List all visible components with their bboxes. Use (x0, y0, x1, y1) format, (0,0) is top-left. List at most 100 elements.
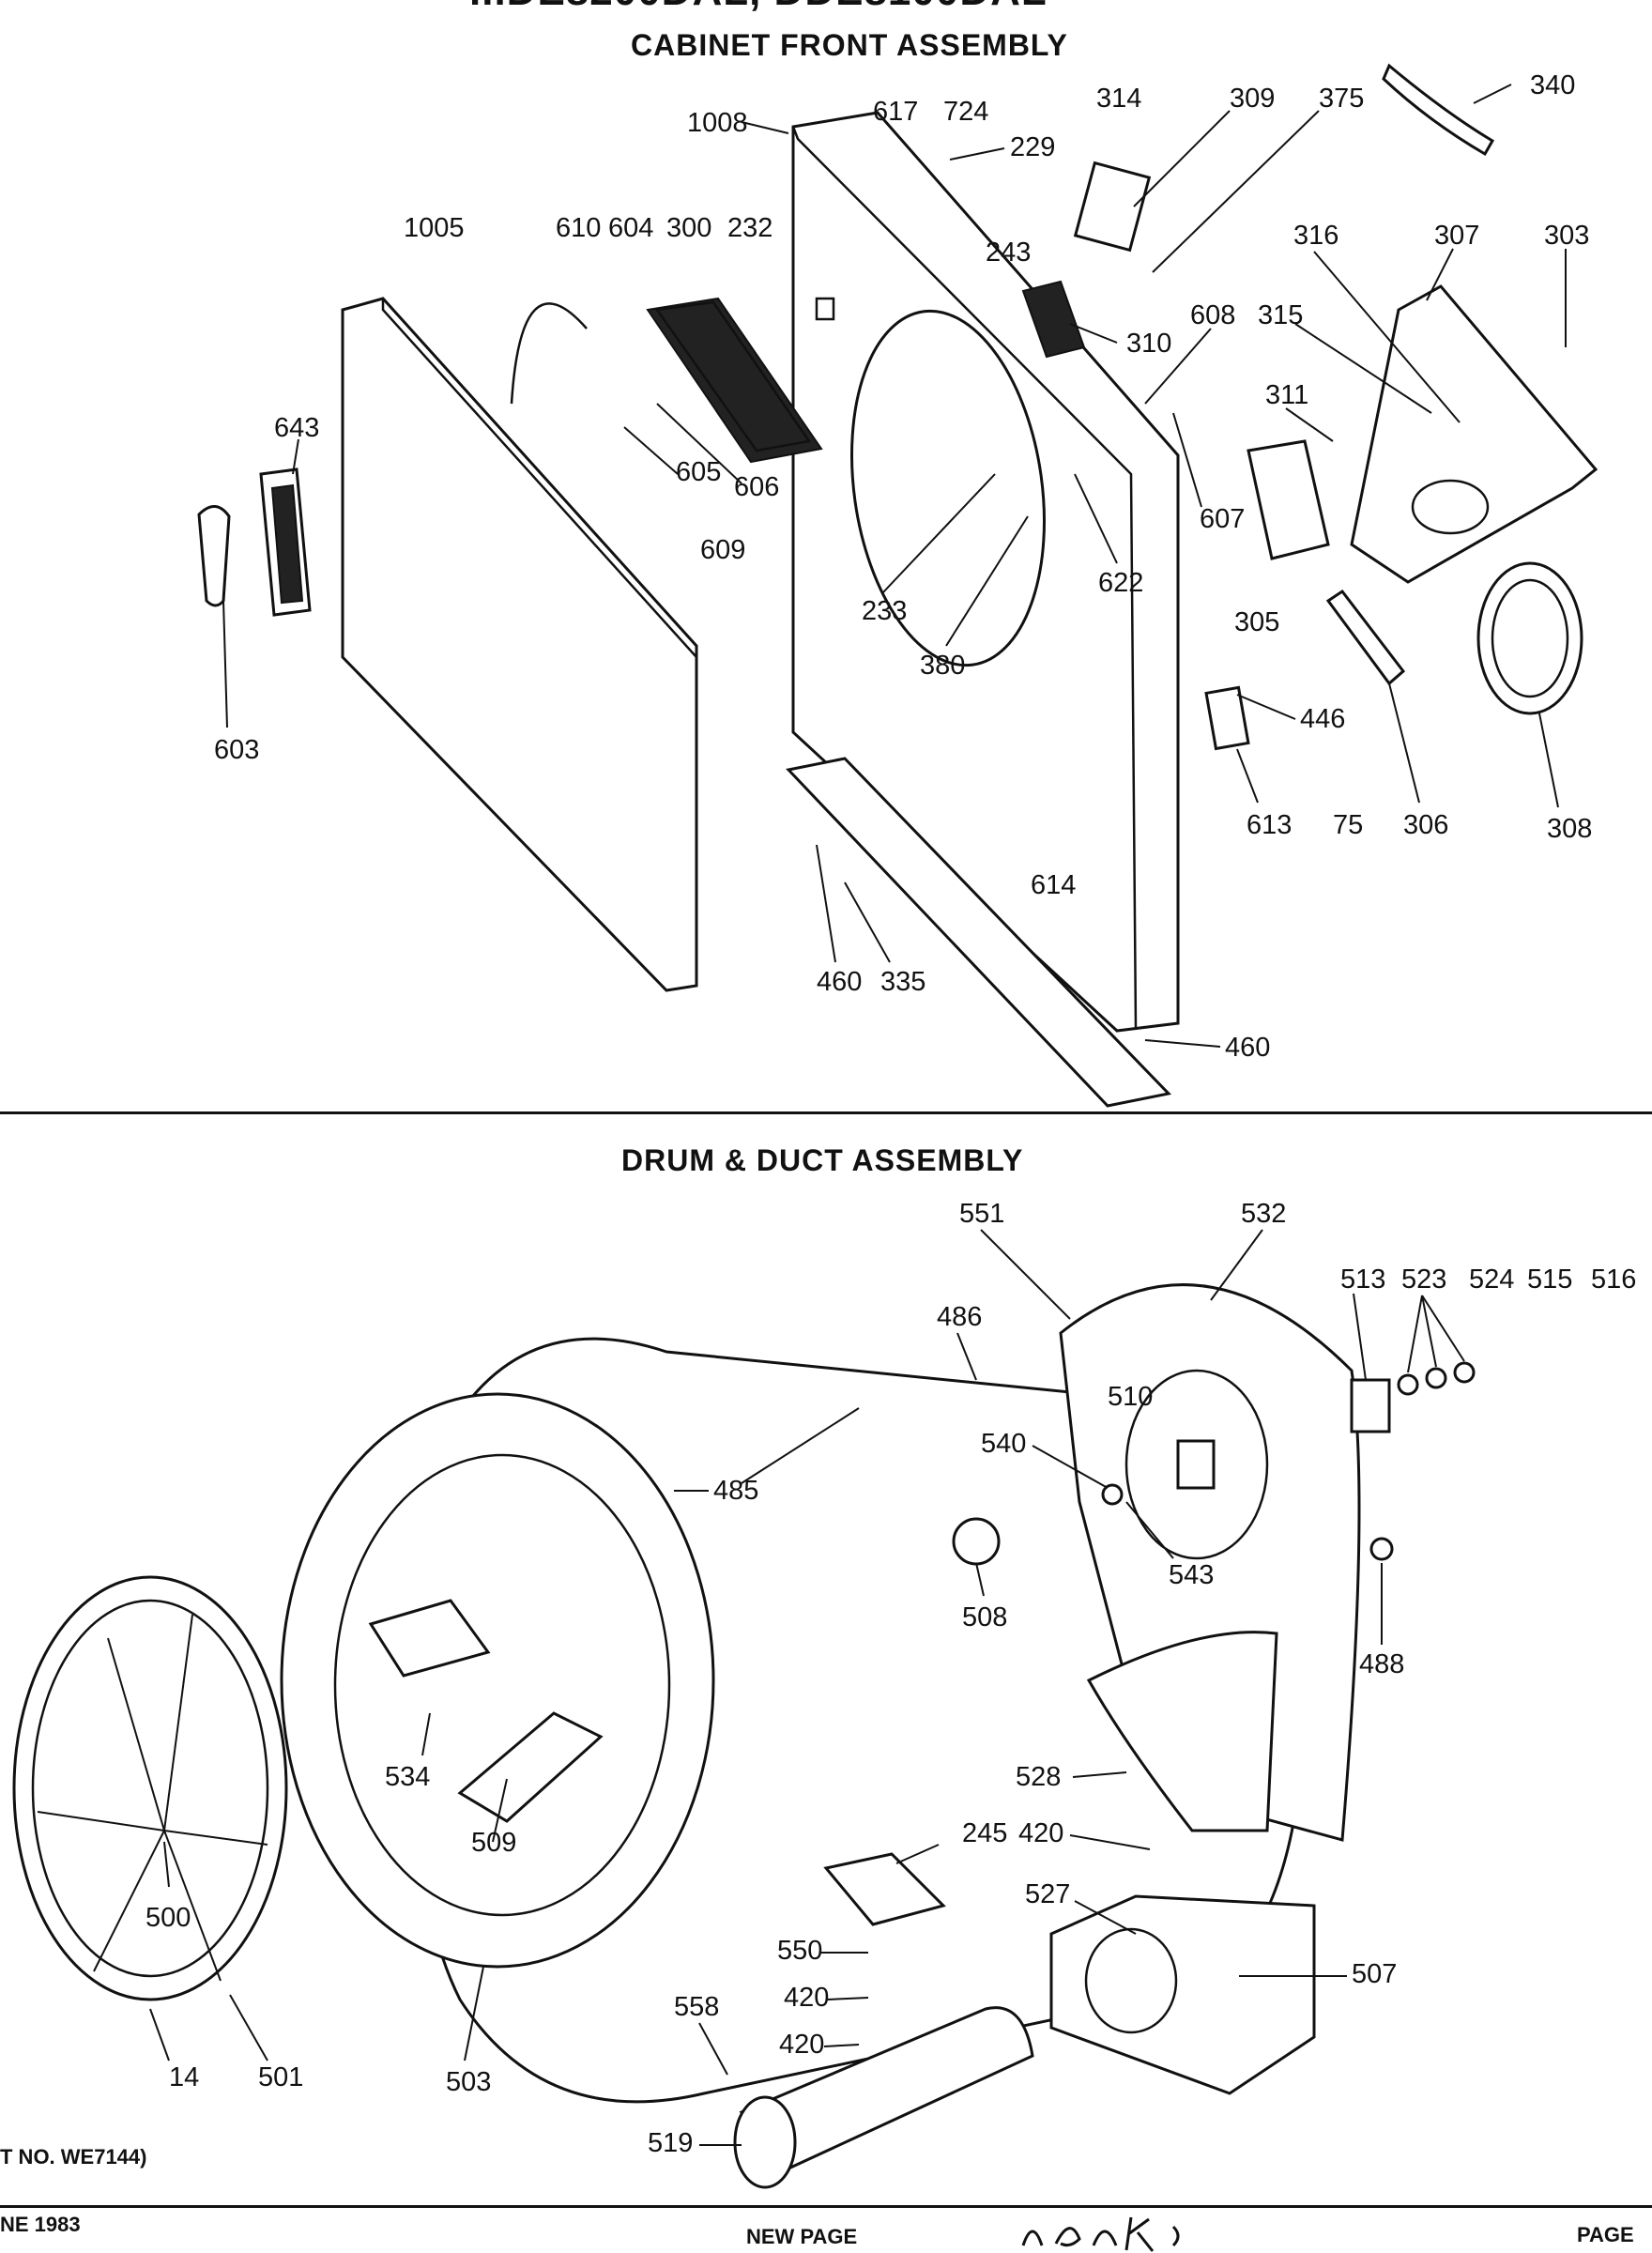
heater-housing-527 (1049, 1894, 1316, 2095)
callout-306: 306 (1403, 810, 1448, 840)
drum-opening (333, 1453, 671, 1917)
callout-614: 614 (1031, 870, 1076, 900)
wire-harness-610 (510, 302, 588, 405)
callout-550: 550 (777, 1936, 822, 1966)
callout-516: 516 (1591, 1264, 1636, 1295)
callout-229: 229 (1010, 132, 1055, 162)
seal-ring-308 (1476, 561, 1583, 715)
callout-606: 606 (734, 472, 779, 502)
callout-446: 446 (1300, 704, 1345, 734)
callout-508: 508 (962, 1602, 1007, 1632)
callout-300: 300 (666, 213, 711, 243)
revision-date: NE 1983 (0, 2213, 81, 2236)
heater-end (733, 2095, 797, 2189)
cabinet-front-title: CABINET FRONT ASSEMBLY (631, 28, 1068, 62)
callout-307: 307 (1434, 221, 1479, 251)
callout-519: 519 (648, 2128, 693, 2158)
bulkhead-inner (31, 1599, 269, 1978)
callout-245: 245 (962, 1818, 1007, 1848)
callout-613: 613 (1247, 810, 1292, 840)
callout-303: 303 (1544, 221, 1589, 251)
door-opening (850, 309, 1046, 667)
callout-527: 527 (1025, 1879, 1070, 1909)
callout-540: 540 (981, 1429, 1026, 1459)
label-310 (1021, 280, 1086, 359)
callout-233: 233 (862, 596, 907, 626)
callout-513: 513 (1340, 1264, 1385, 1295)
callout-622: 622 (1098, 568, 1143, 598)
bearing-plate (1176, 1439, 1216, 1490)
callout-509: 509 (471, 1828, 516, 1858)
catalog-number: T NO. WE7144) (0, 2145, 147, 2169)
washer-523-b (1425, 1367, 1447, 1389)
washer-488 (1369, 1537, 1394, 1561)
callout-486: 486 (937, 1302, 982, 1332)
callout-310: 310 (1126, 329, 1171, 359)
callout-617: 617 (873, 97, 918, 127)
drum-duct-title: DRUM & DUCT ASSEMBLY (621, 1143, 1024, 1177)
handwritten-note (1021, 2216, 1180, 2252)
callout-507: 420 (784, 1983, 829, 2013)
callout-609: 609 (700, 535, 745, 565)
callout-309: 309 (1230, 84, 1275, 114)
callout-610: 610 (556, 213, 601, 243)
callout-643: 643 (274, 413, 319, 443)
callout-558: 420 (779, 2030, 824, 2060)
callout-311: 311 (1265, 380, 1308, 410)
window-grille (270, 483, 304, 605)
callout-605: 605 (676, 457, 721, 487)
callout-543: 543 (1169, 1560, 1214, 1590)
drum-leader-lines (149, 1229, 1465, 2146)
callout-523: 523 (1401, 1264, 1446, 1295)
callout-305: 305 (1234, 607, 1279, 637)
washer-523-c (1453, 1361, 1476, 1384)
footer-divider (0, 2205, 1652, 2208)
callout-603: 603 (214, 735, 259, 765)
callout-515: 515 (1527, 1264, 1572, 1295)
drum-front-rim (280, 1392, 715, 1969)
timer-305 (1247, 439, 1330, 560)
housing-hole (1411, 479, 1490, 535)
latch-613 (1204, 685, 1250, 751)
callout-532: 532 (1241, 1199, 1286, 1229)
cabinet-slot (815, 297, 835, 321)
callout-724: 724 (943, 97, 988, 127)
model-header: ...DE8200DAL, DDE8100DAL (469, 0, 1048, 15)
callout-488: 488 (1359, 1649, 1404, 1679)
callout-243: 243 (986, 238, 1031, 268)
shield-245 (823, 1852, 946, 1926)
callout-503: 503 (446, 2067, 491, 2097)
seal-ring-inner (1491, 578, 1569, 698)
control-housing-307 (1350, 284, 1598, 584)
new-page-label: NEW PAGE (746, 2225, 858, 2248)
heater-519 (739, 2006, 1034, 2170)
baffle-509 (457, 1711, 604, 1823)
callout-1005: 1005 (404, 213, 465, 243)
callout-460: 460 (817, 967, 862, 997)
heater-housing-port (1084, 1927, 1178, 2034)
callout-420-right: 507 (1352, 1959, 1397, 1989)
callout-501: 501 (258, 2062, 303, 2092)
front-panel-1005 (341, 297, 698, 992)
callout-607: 607 (1200, 504, 1245, 534)
cabinet-callout-group: 1008 617 724 314 309 375 340 229 1005 61… (214, 70, 1592, 1063)
front-panel-edge (381, 299, 697, 658)
callout-316: 316 (1293, 221, 1338, 251)
callout-14: 14 (169, 2062, 199, 2092)
callout-315: 315 (1258, 300, 1303, 330)
callout-528: 528 (1016, 1762, 1061, 1792)
duct-528 (1086, 1631, 1278, 1832)
callout-420: 420 (1018, 1818, 1063, 1848)
callout-314: 314 (1096, 84, 1141, 114)
page-label: PAGE (1577, 2223, 1634, 2246)
bulkhead-ring-501 (12, 1575, 288, 2001)
lint-filter-frame (654, 300, 812, 452)
callout-460-lower: 460 (1225, 1033, 1270, 1063)
callout-75: 75 (1333, 810, 1363, 840)
baffle-top (368, 1599, 491, 1678)
callout-604: 604 (608, 213, 653, 243)
cord-340 (1382, 63, 1495, 157)
callout-380: 380 (920, 651, 965, 681)
